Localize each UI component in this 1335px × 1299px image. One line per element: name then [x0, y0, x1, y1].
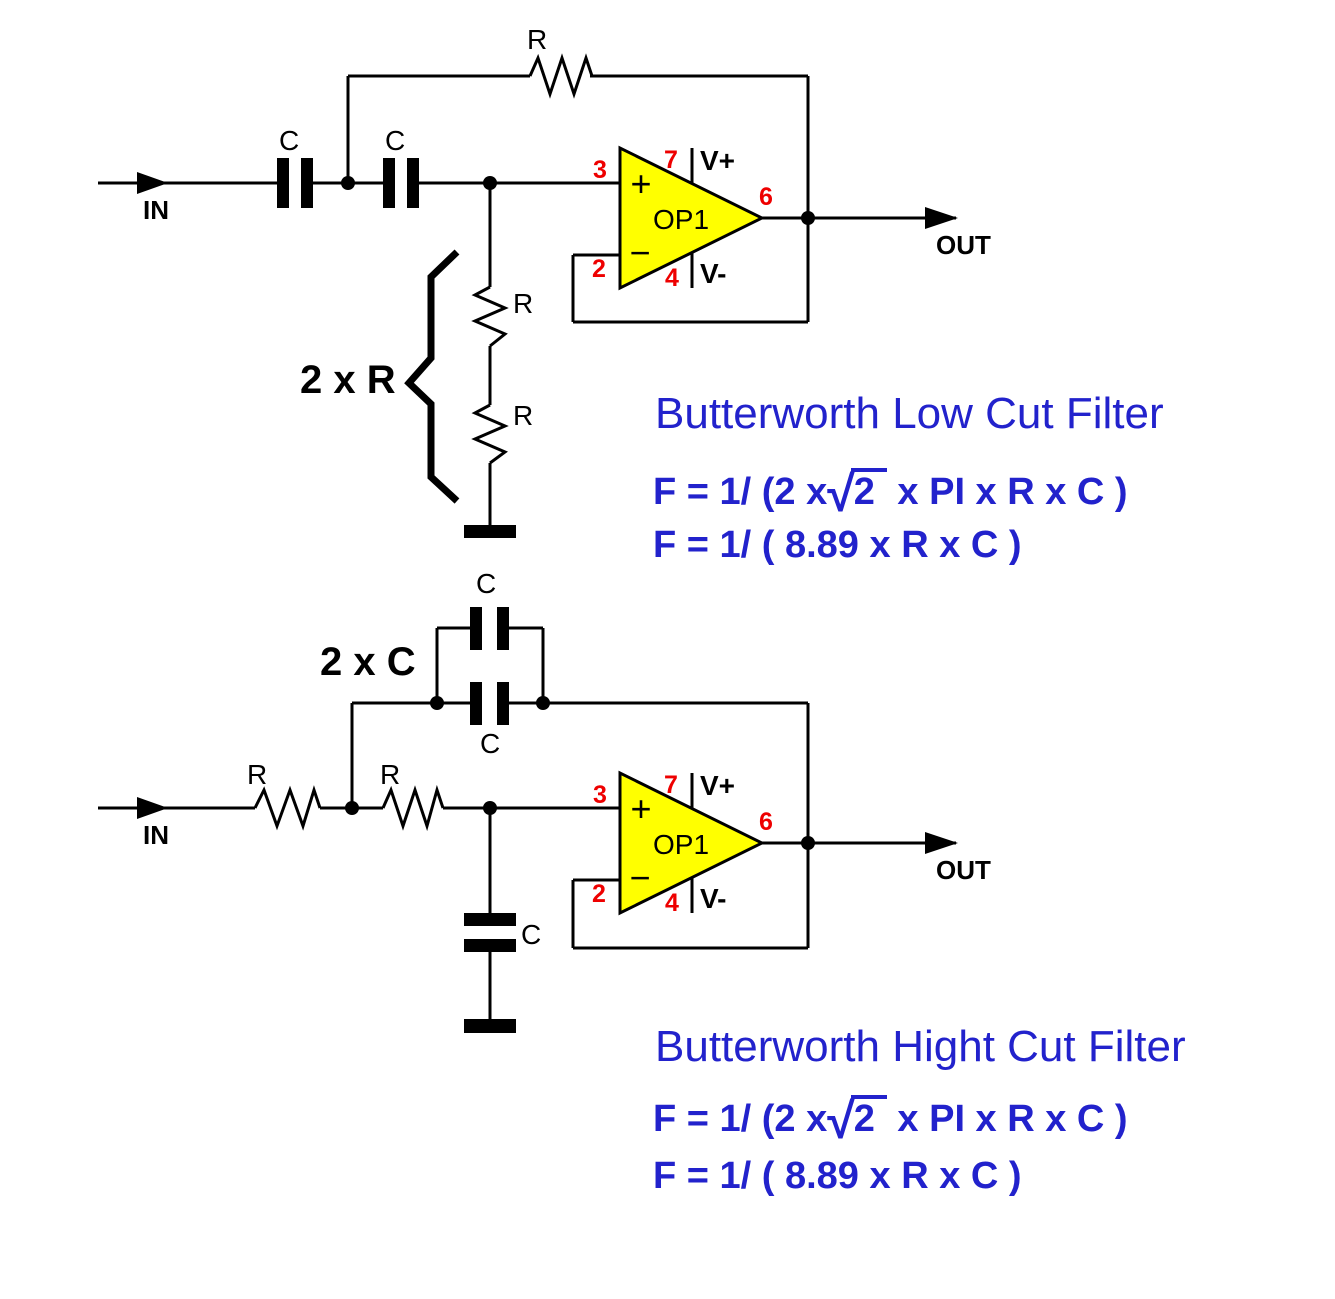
- high-cut-solids: [137, 607, 958, 1033]
- in-arrow-icon: [137, 172, 168, 194]
- opamp-name: OP1: [653, 204, 710, 235]
- cap1-plate-right: [301, 158, 313, 208]
- r2-label: R: [380, 759, 401, 790]
- junction-dot: [430, 696, 444, 710]
- opamp-triangle-high: [618, 770, 766, 916]
- feedback-r-label: R: [527, 24, 548, 55]
- resistor-2: [381, 784, 445, 832]
- formula-suffix: x PI x R x C ): [886, 1098, 1128, 1140]
- junction-dot: [536, 696, 550, 710]
- r1-label: R: [247, 759, 268, 790]
- vminus-label: V-: [700, 258, 727, 289]
- brace-2xr-label: 2 x R: [300, 358, 396, 402]
- junction-dot: [341, 176, 355, 190]
- plus-input-sign: +: [630, 163, 652, 204]
- low-cut-solids: [137, 158, 958, 538]
- pin3-label: 3: [593, 156, 607, 184]
- vplus-label: V+: [700, 145, 736, 176]
- pin7-label: 7: [664, 771, 678, 799]
- cap2-plate-right: [407, 158, 419, 208]
- formula-suffix: x PI x R x C ): [886, 471, 1128, 513]
- shunt-r2-label: R: [513, 400, 534, 431]
- opamp-triangle-low: [618, 145, 766, 291]
- pin2-label: 2: [592, 255, 606, 283]
- cap-bottom-label: C: [480, 728, 501, 759]
- low-cut-formula-simple: F = 1/ ( 8.89 x R x C ): [653, 524, 1022, 566]
- resistor-1: [253, 785, 322, 831]
- formula-prefix: F = 1/ (2 x: [653, 471, 828, 513]
- junction-dot: [801, 836, 815, 850]
- in-label: IN: [143, 820, 169, 850]
- brace-2xr: [404, 249, 460, 504]
- junction-dot: [801, 211, 815, 225]
- low-cut-title: Butterworth Low Cut Filter: [655, 389, 1164, 438]
- resistor-feedback: [528, 53, 594, 99]
- pin3-label: 3: [593, 781, 607, 809]
- ground-bar: [464, 525, 516, 538]
- minus-input-sign: −: [629, 857, 651, 898]
- pin4-label: 4: [665, 889, 679, 917]
- high-cut-title: Butterworth Hight Cut Filter: [655, 1022, 1186, 1071]
- resistor-shunt-2: [471, 403, 509, 465]
- junction-dot: [483, 176, 497, 190]
- cap-top-plate-left: [470, 607, 482, 650]
- in-label: IN: [143, 195, 169, 225]
- brace-2xc-label: 2 x C: [320, 640, 416, 684]
- cap1-plate-left: [277, 158, 289, 208]
- cap2-label: C: [385, 125, 406, 156]
- junction-dot: [483, 801, 497, 815]
- opamp-name: OP1: [653, 829, 710, 860]
- resistor-shunt-1: [471, 285, 509, 348]
- pin4-label: 4: [665, 264, 679, 292]
- formula-prefix: F = 1/ (2 x: [653, 1098, 828, 1140]
- out-label: OUT: [936, 230, 991, 260]
- shunt-r1-label: R: [513, 288, 534, 319]
- cap-gnd-plate-bottom: [464, 939, 516, 952]
- plus-input-sign: +: [630, 788, 652, 829]
- pin7-label: 7: [664, 146, 678, 174]
- high-cut-formula-simple: F = 1/ ( 8.89 x R x C ): [653, 1155, 1022, 1197]
- cap-bottom-plate-left: [470, 682, 482, 725]
- sqrt-radicand: 2: [850, 468, 887, 511]
- junction-dot: [345, 801, 359, 815]
- vplus-label: V+: [700, 770, 736, 801]
- cap-top-label: C: [476, 568, 497, 599]
- cap-gnd-label: C: [521, 919, 542, 950]
- vminus-label: V-: [700, 883, 727, 914]
- pin6-label: 6: [759, 183, 773, 211]
- low-cut-circuit: [98, 53, 956, 525]
- cap-top-plate-right: [497, 607, 509, 650]
- cap-gnd-plate-top: [464, 913, 516, 926]
- out-label: OUT: [936, 855, 991, 885]
- in-arrow-icon: [137, 797, 168, 819]
- ground-bar: [464, 1019, 516, 1033]
- cap1-label: C: [279, 125, 300, 156]
- pin2-label: 2: [592, 880, 606, 908]
- high-cut-circuit: [98, 626, 956, 1019]
- pin6-label: 6: [759, 808, 773, 836]
- cap-bottom-plate-right: [497, 682, 509, 725]
- sqrt-radicand: 2: [850, 1095, 887, 1138]
- out-arrow-icon: [925, 207, 958, 229]
- cap2-plate-left: [383, 158, 395, 208]
- sqrt-icon: √: [827, 466, 855, 522]
- low-cut-formula-sqrt: F = 1/ (2 x√2 x PI x R x C ): [653, 468, 1128, 519]
- high-cut-formula-sqrt: F = 1/ (2 x√2 x PI x R x C ): [653, 1095, 1128, 1146]
- sqrt-icon: √: [827, 1093, 855, 1149]
- minus-input-sign: −: [629, 232, 651, 273]
- out-arrow-icon: [925, 832, 958, 854]
